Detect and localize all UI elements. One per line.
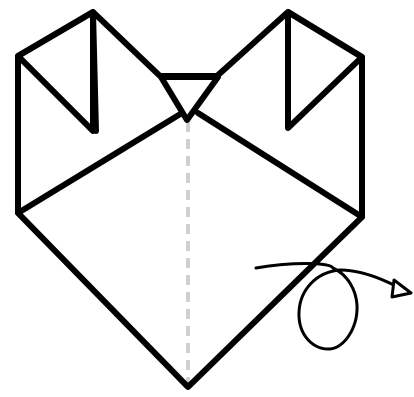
- turn-over-arrow-path: [256, 264, 396, 350]
- left-ear-inner-edge: [93, 12, 96, 131]
- left-ear-flap: [18, 12, 93, 131]
- center-triangle-flap: [161, 77, 218, 120]
- turn-over-arrow-icon: [256, 264, 411, 350]
- turn-over-arrowhead: [392, 280, 411, 297]
- right-ear-flap: [288, 12, 362, 128]
- left-diagonal-fold: [18, 113, 182, 213]
- right-diagonal-fold: [198, 113, 362, 217]
